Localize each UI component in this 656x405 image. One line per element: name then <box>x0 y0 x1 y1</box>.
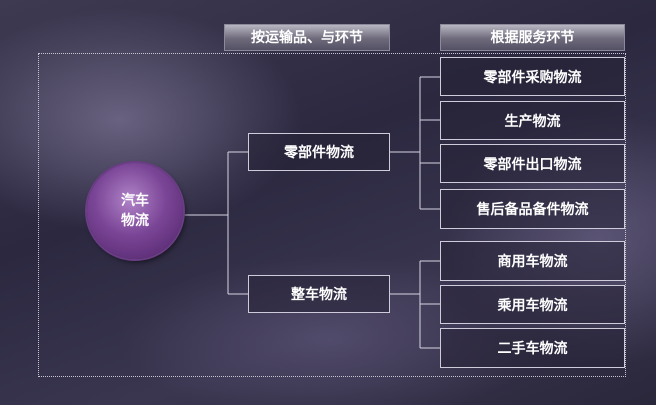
diagram-frame <box>38 53 626 377</box>
leaf-parts-procurement: 零部件采购物流 <box>440 57 625 96</box>
root-label-line2: 物流 <box>121 213 149 229</box>
leaf-passenger-vehicle: 乘用车物流 <box>440 285 625 324</box>
leaf-used-vehicle: 二手车物流 <box>440 328 625 368</box>
leaf-parts-export: 零部件出口物流 <box>440 144 625 183</box>
leaf-aftersales-parts: 售后备品备件物流 <box>440 189 625 229</box>
node-vehicle-logistics: 整车物流 <box>248 275 390 313</box>
root-label-line1: 汽车 <box>121 193 149 209</box>
header-by-transport: 按运输品、与环节 <box>224 24 390 51</box>
root-node-auto-logistics: 汽车 物流 <box>87 163 183 259</box>
node-parts-logistics: 零部件物流 <box>248 133 390 171</box>
header-by-service: 根据服务环节 <box>440 24 625 51</box>
leaf-commercial-vehicle: 商用车物流 <box>440 241 625 281</box>
leaf-production: 生产物流 <box>440 101 625 140</box>
